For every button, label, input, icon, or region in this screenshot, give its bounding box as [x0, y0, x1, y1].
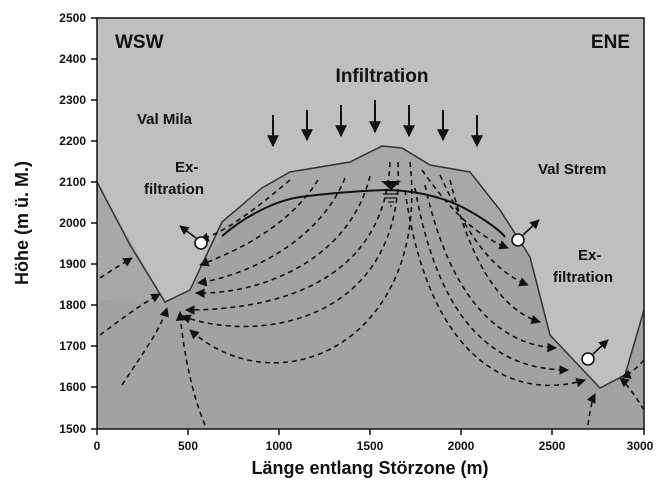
y-tick-label: 2500	[59, 11, 86, 25]
flow-lines	[99, 161, 644, 426]
y-tick-label: 1800	[59, 298, 86, 312]
x-tick-label: 1500	[357, 439, 384, 453]
y-tick-label: 2300	[59, 93, 86, 107]
water-table-symbol	[381, 181, 401, 207]
x-tick-label: 2000	[448, 439, 475, 453]
y-tick-label: 2000	[59, 216, 86, 230]
y-tick-label: 2100	[59, 175, 86, 189]
y-tick-label: 2400	[59, 52, 86, 66]
x-tick-label: 0	[94, 439, 101, 453]
x-axis-title: Länge entlang Störzone (m)	[251, 458, 488, 478]
spring-icon-left	[179, 225, 208, 250]
y-tick-label: 2200	[59, 134, 86, 148]
x-axis: 0 500 1000 1500 2000 2500 3000	[94, 429, 654, 453]
infiltration-label: Infiltration	[336, 66, 429, 87]
infiltration-arrows	[267, 100, 483, 148]
val-mila-label: Val Mila	[137, 111, 193, 128]
wsw-label: WSW	[115, 32, 164, 53]
x-tick-label: 3000	[627, 439, 654, 453]
y-tick-label: 1500	[59, 422, 86, 436]
spring-icon-bottom	[581, 339, 609, 366]
water-table	[221, 188, 506, 238]
exfiltration-left-line2: filtration	[144, 181, 204, 198]
exfiltration-right-line2: filtration	[553, 269, 613, 286]
x-tick-label: 1000	[266, 439, 293, 453]
x-tick-label: 500	[178, 439, 198, 453]
val-strem-label: Val Strem	[538, 161, 606, 178]
exfiltration-left-line1: Ex-	[175, 159, 198, 176]
terrain-surface	[97, 145, 644, 389]
y-axis: 2500 2400 2300 2200 2100 2000 1900 1800 …	[59, 11, 97, 436]
ene-label: ENE	[591, 32, 630, 53]
spring-icon-right	[511, 219, 540, 247]
x-tick-label: 2500	[539, 439, 566, 453]
y-tick-label: 1700	[59, 339, 86, 353]
y-axis-title: Höhe (m ü. M.)	[12, 161, 32, 285]
y-tick-label: 1900	[59, 257, 86, 271]
y-tick-label: 1600	[59, 380, 86, 394]
exfiltration-right-line1: Ex-	[578, 247, 601, 264]
